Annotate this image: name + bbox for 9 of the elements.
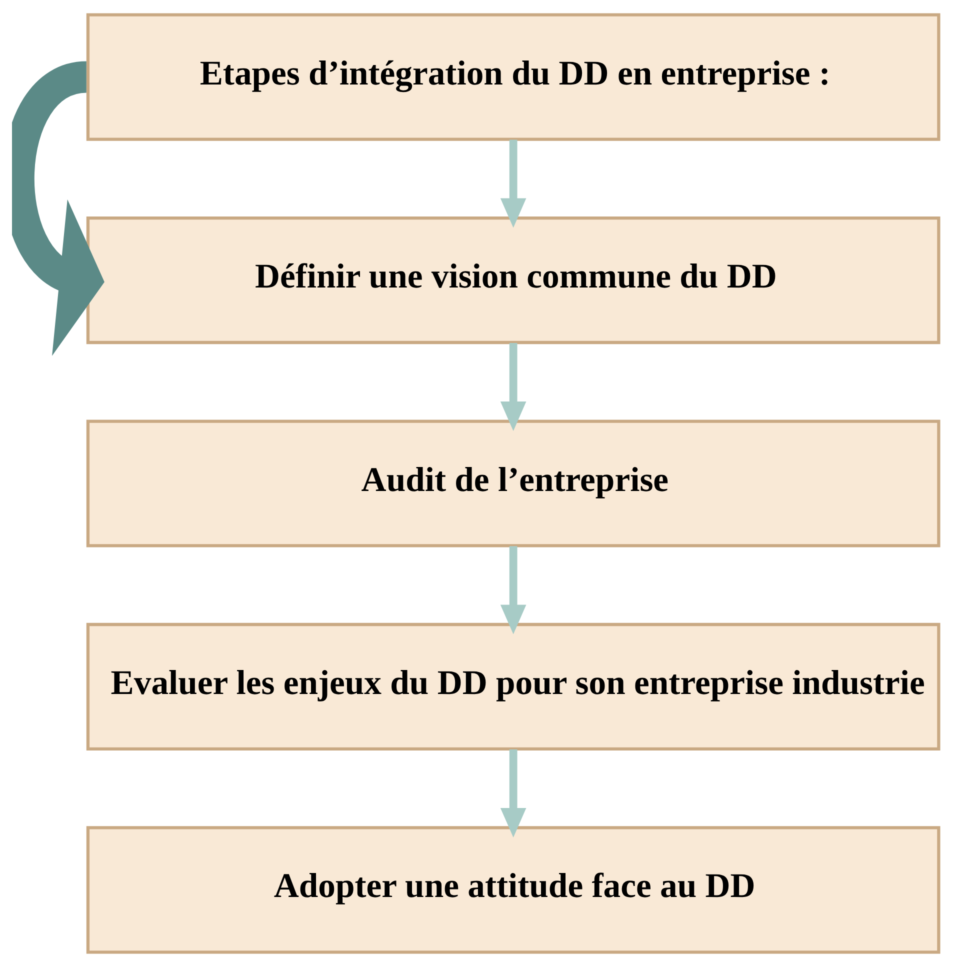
node-box: Audit de l’entreprise: [86, 420, 940, 548]
node-box: Etapes d’intégration du DD en entreprise :: [86, 13, 940, 141]
node-box: Adopter une attitude face au DD: [86, 826, 940, 954]
node-box: Définir une vision commune du DD: [86, 216, 940, 344]
arrow: [500, 342, 526, 431]
node-box: Evaluer les enjeux du DD pour son entreprise industrie: [86, 622, 940, 751]
arrow: [500, 546, 526, 634]
arrow: [500, 749, 526, 838]
arrow: [500, 140, 526, 228]
